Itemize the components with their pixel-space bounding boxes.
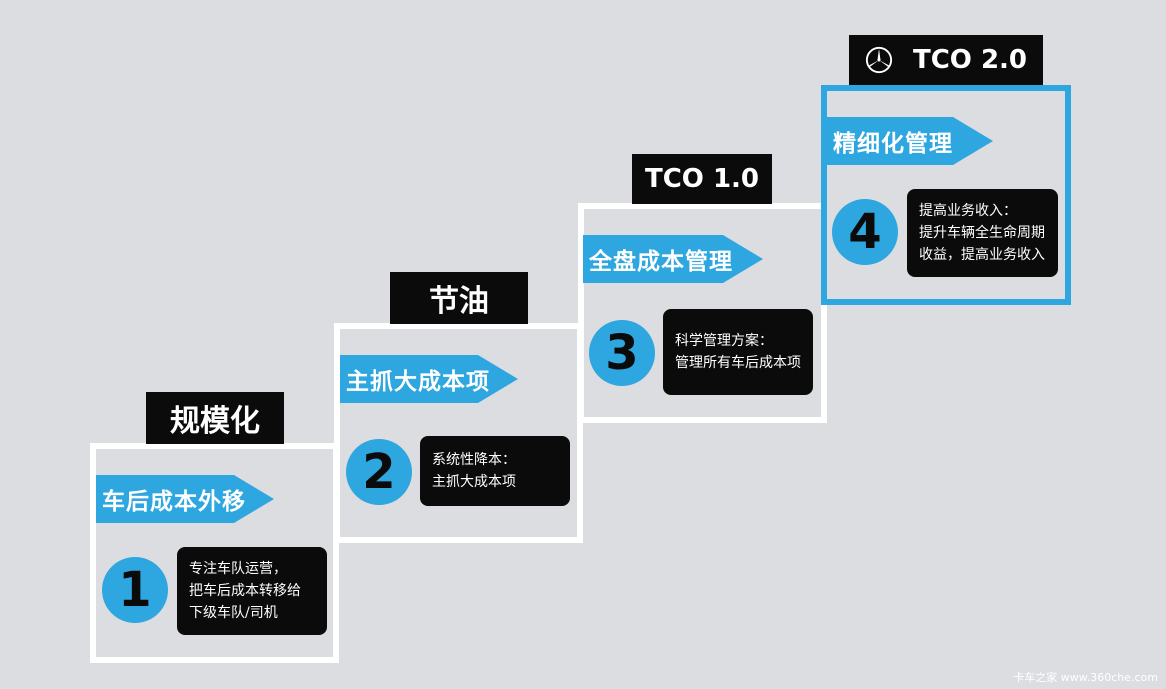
step-4-tag-label: TCO 2.0: [912, 45, 1028, 75]
step-4-tag: TCO 2.0: [849, 35, 1043, 85]
desc-line: 系统性降本：: [432, 452, 516, 468]
step-1-number: 1: [102, 557, 168, 623]
step-1-tag: 规模化: [146, 392, 284, 444]
step-2-banner: 主抓大成本项: [340, 355, 518, 403]
step-3-tag: TCO 1.0: [632, 154, 772, 204]
mercedes-star-icon: [865, 46, 893, 74]
step-2-tag: 节油: [390, 272, 528, 324]
step-1-banner: 车后成本外移: [96, 475, 274, 523]
step-4-description: 提高业务收入： 提升车辆全生命周期 收益，提高业务收入: [907, 189, 1058, 277]
desc-line: 专注车队运营，: [189, 561, 287, 577]
step-2-number: 2: [346, 439, 412, 505]
step-3-description: 科学管理方案： 管理所有车后成本项: [663, 309, 813, 395]
step-4-banner: 精细化管理: [827, 117, 993, 165]
step-1-description: 专注车队运营， 把车后成本转移给 下级车队/司机: [177, 547, 327, 635]
desc-line: 管理所有车后成本项: [675, 355, 801, 371]
desc-line: 主抓大成本项: [432, 474, 516, 490]
step-4-number: 4: [832, 199, 898, 265]
desc-line: 收益，提高业务收入: [919, 247, 1045, 263]
step-3-number: 3: [589, 320, 655, 386]
desc-line: 提升车辆全生命周期: [919, 225, 1045, 241]
desc-line: 把车后成本转移给: [189, 583, 301, 599]
step-2-description: 系统性降本： 主抓大成本项: [420, 436, 570, 506]
desc-line: 科学管理方案：: [675, 333, 773, 349]
step-3-banner: 全盘成本管理: [583, 235, 763, 283]
watermark: 卡车之家 www.360che.com: [1013, 671, 1158, 684]
desc-line: 下级车队/司机: [189, 605, 278, 621]
desc-line: 提高业务收入：: [919, 203, 1017, 219]
